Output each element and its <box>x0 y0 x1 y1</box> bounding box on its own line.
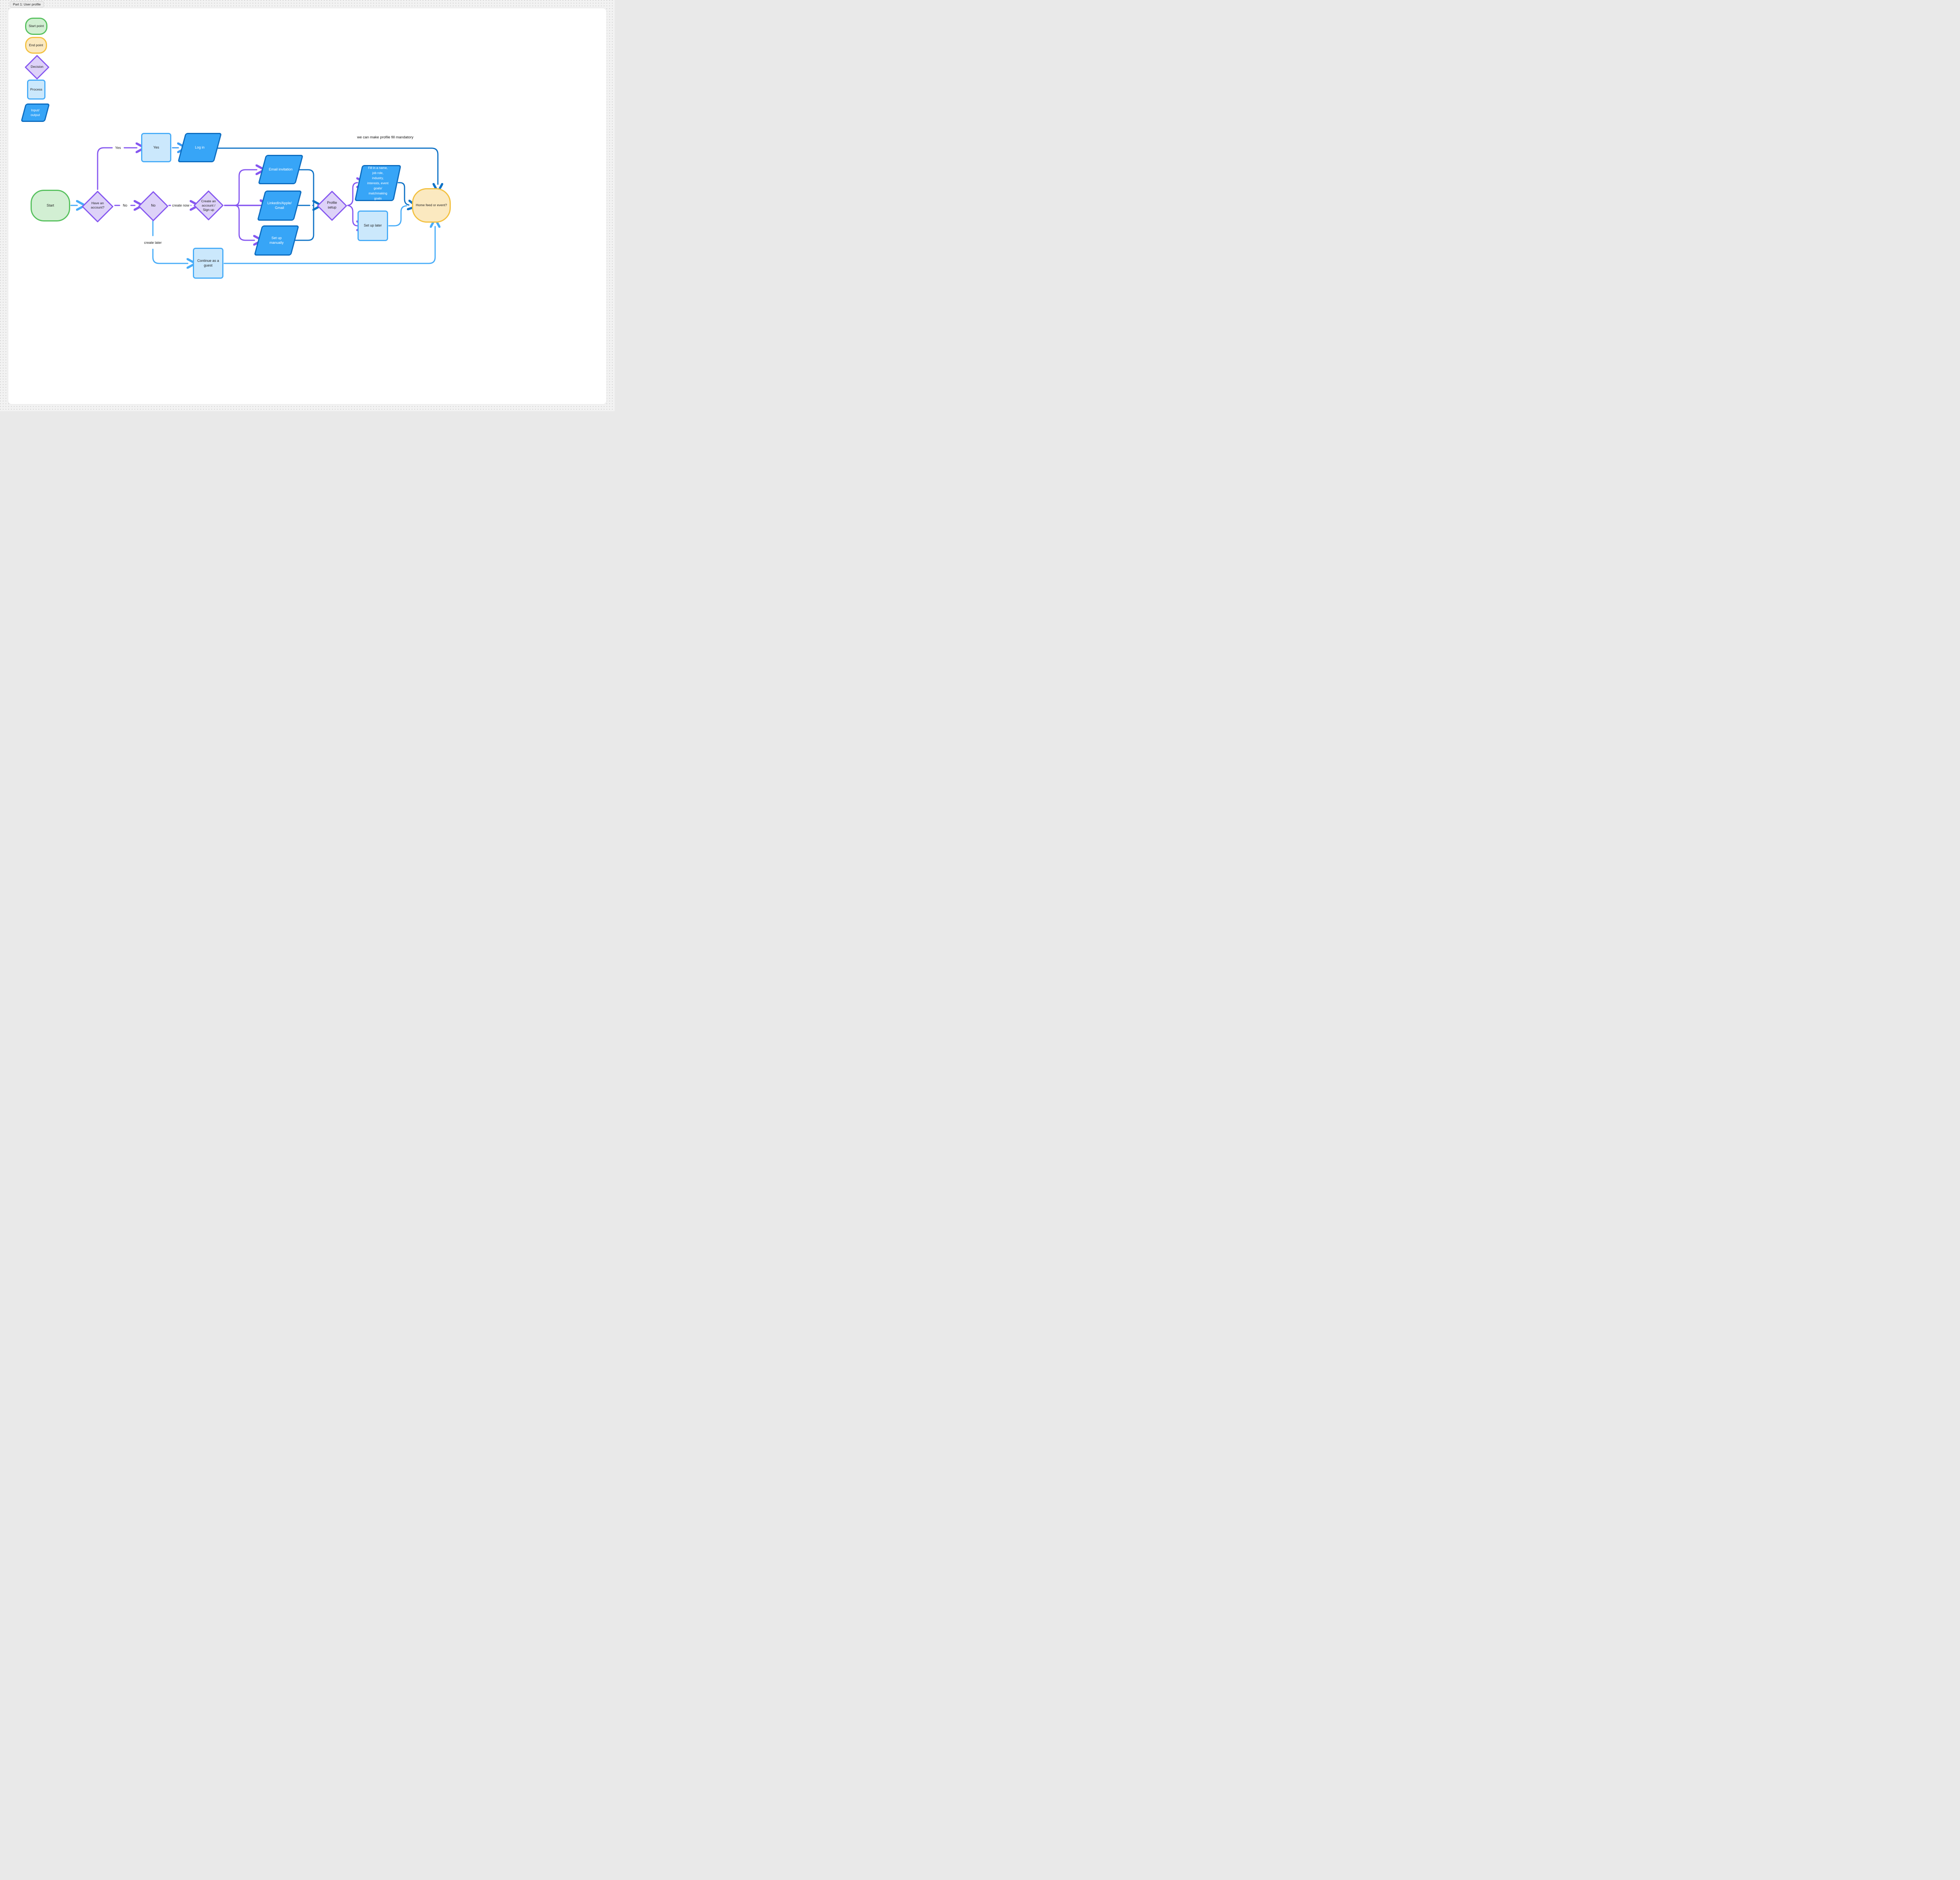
edge-fill-home-feed[interactable] <box>397 182 409 205</box>
node-start-label: Start <box>46 203 54 207</box>
node-set-up-manually-label: Set up manually <box>269 236 284 245</box>
node-have-an-account-label: Have an account? <box>91 201 105 209</box>
edge-email-merge[interactable] <box>296 169 314 206</box>
edge-guest-home-feed[interactable] <box>223 227 435 264</box>
legend-input-output-label: Input/ output <box>31 108 40 117</box>
edge-manual-merge[interactable] <box>294 205 314 241</box>
node-linkedin-apple-gmail[interactable]: LinkedIn/Apple/ Gmail <box>257 191 302 221</box>
node-no-decision[interactable]: No <box>138 191 169 220</box>
legend-decision[interactable]: Decision <box>25 55 49 79</box>
node-start[interactable]: Start <box>31 190 70 221</box>
node-set-up-manually[interactable]: Set up manually <box>254 225 299 256</box>
edge-label-create-now[interactable]: create now <box>171 203 191 207</box>
section-tab[interactable]: Part 1: User profile <box>10 1 44 7</box>
node-home-feed-or-event-label: Home feed or event? <box>416 203 447 207</box>
node-linkedin-apple-gmail-label: LinkedIn/Apple/ Gmail <box>267 201 292 210</box>
node-no-decision-label: No <box>151 203 156 207</box>
legend-end-point[interactable]: End point <box>25 37 47 54</box>
annotation-text[interactable]: we can make profile fill mandatory <box>357 135 414 140</box>
node-create-account-label: Create an account / Sign up <box>201 199 216 212</box>
node-home-feed-or-event[interactable]: Home feed or event? <box>412 188 451 223</box>
node-fill-profile-label: Fill in a name, job role, industry, inte… <box>367 166 389 200</box>
node-continue-as-guest-label: Continue as a guest <box>197 258 219 267</box>
node-email-invitation-label: Email invitation <box>269 167 293 171</box>
node-yes-process[interactable]: Yes <box>141 133 171 162</box>
node-set-up-later[interactable]: Set up later <box>358 211 388 241</box>
node-yes-process-label: Yes <box>153 145 159 149</box>
node-have-an-account[interactable]: Have an account? <box>82 191 114 220</box>
node-profile-setup-label: Profile setup <box>327 201 337 209</box>
legend-decision-label: Decision <box>31 65 44 69</box>
legend-start-point-label: Start point <box>29 24 44 28</box>
node-set-up-later-label: Set up later <box>363 223 382 228</box>
edge-no-guest-b[interactable] <box>152 249 188 263</box>
figjam-canvas: Part 1: User profile <box>0 0 615 411</box>
legend-end-point-label: End point <box>29 43 43 47</box>
legend-start-point[interactable]: Start point <box>25 18 47 35</box>
edge-create-manual[interactable] <box>234 205 254 240</box>
edge-create-email[interactable] <box>234 170 257 206</box>
diamond-shape <box>82 191 114 223</box>
legend-input-output[interactable]: Input/ output <box>20 103 50 122</box>
edge-login-home-feed[interactable] <box>217 147 438 184</box>
legend-process-label: Process <box>30 87 42 91</box>
node-log-in[interactable]: Log in <box>177 133 222 162</box>
edge-profile-setup-later[interactable] <box>347 205 358 226</box>
edge-profile-fill[interactable] <box>347 183 358 206</box>
node-log-in-label: Log in <box>195 145 205 149</box>
edge-label-yes[interactable]: Yes <box>114 146 122 150</box>
edge-have-account-yes-a[interactable] <box>97 147 113 190</box>
node-profile-setup[interactable]: Profile setup <box>317 191 347 220</box>
edge-setup-later-home-feed[interactable] <box>388 205 407 227</box>
node-fill-profile[interactable]: Fill in a name, job role, industry, inte… <box>354 165 401 201</box>
node-email-invitation[interactable]: Email invitation <box>258 155 304 184</box>
node-continue-as-guest[interactable]: Continue as a guest <box>193 248 223 279</box>
legend-process[interactable]: Process <box>27 80 45 100</box>
node-create-account[interactable]: Create an account / Sign up <box>194 191 223 221</box>
edge-label-create-later[interactable]: create later <box>143 241 163 245</box>
diamond-shape <box>25 55 49 80</box>
edge-label-no[interactable]: No <box>122 203 129 207</box>
